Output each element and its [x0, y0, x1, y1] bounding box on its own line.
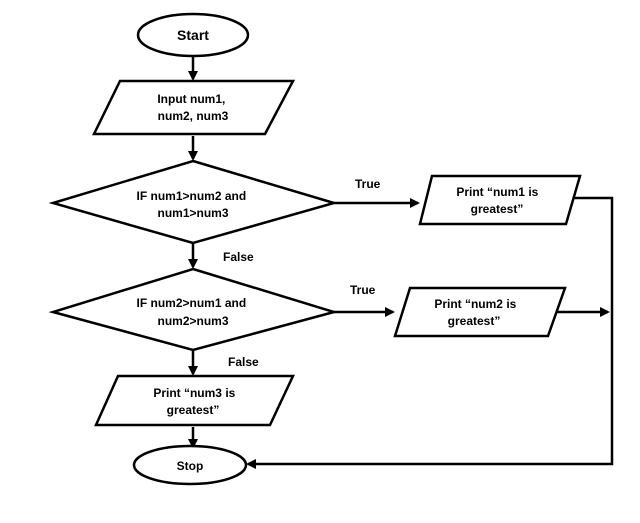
start-label: Start — [177, 27, 209, 43]
edge-print1-merge — [246, 196, 614, 469]
print3-parallelogram — [94, 374, 295, 427]
print2-parallelogram — [393, 286, 567, 338]
print2-label: Print “num2 is greatest” — [434, 297, 519, 328]
input-parallelogram — [91, 79, 296, 136]
edge-label-false1: False — [223, 250, 254, 264]
decision1-diamond — [48, 159, 339, 245]
decision1-label: IF num1>num2 and num1>num3 — [136, 189, 249, 220]
decision2-label: IF num2>num1 and num2>num3 — [136, 296, 249, 328]
stop-terminal — [132, 444, 248, 486]
print1-parallelogram — [418, 174, 582, 226]
edge-label-true2: True — [350, 283, 376, 297]
print3-label: Print “num3 is greatest” — [153, 386, 238, 417]
decision2-diamond — [48, 267, 339, 352]
start-terminal — [136, 12, 250, 58]
edge-label-true1: True — [355, 177, 381, 191]
stop-label: Stop — [177, 459, 204, 473]
edge-label-false2: False — [228, 355, 259, 369]
input-label: Input num1, num2, num3 — [157, 92, 228, 123]
print1-label: Print “num1 is greatest” — [456, 185, 541, 216]
